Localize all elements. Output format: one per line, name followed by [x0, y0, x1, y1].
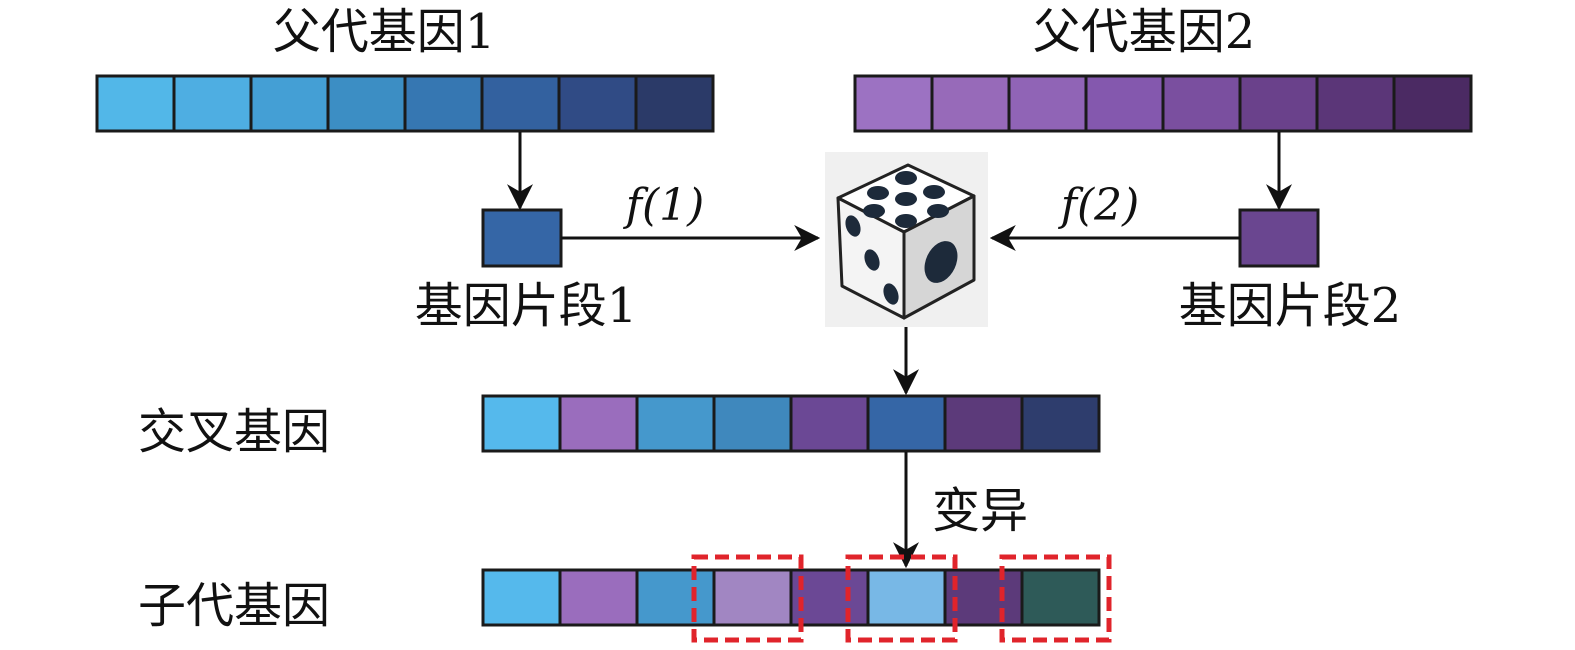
- parent2-cell-8: [1392, 74, 1473, 133]
- crossover-cell-6: [866, 394, 947, 453]
- segment1-label: 基因片段1: [415, 278, 638, 334]
- gene-segment-1: [481, 208, 563, 268]
- mutation-highlight-boxes: [691, 554, 1112, 643]
- offspring-cell-7: [943, 568, 1024, 627]
- parent1-cell-2: [172, 74, 253, 133]
- parent2-cell-4: [1084, 74, 1165, 133]
- mutation-box-3: [999, 554, 1112, 643]
- parent1-cell-7: [557, 74, 638, 133]
- offspring-gene-strip: [481, 568, 1101, 627]
- crossover-cell-3: [635, 394, 716, 453]
- parent1-cell-4: [326, 74, 407, 133]
- parent2-cell-7: [1315, 74, 1396, 133]
- f2-label: f(2): [1058, 180, 1140, 231]
- segment2-label: 基因片段2: [1179, 278, 1402, 334]
- parent2-cell-6: [1238, 74, 1319, 133]
- crossover-cell-7: [943, 394, 1024, 453]
- offspring-cell-5: [789, 568, 870, 627]
- parent1-cell-8: [634, 74, 715, 133]
- gene-segment-2: [1238, 208, 1320, 268]
- crossover-cell-2: [558, 394, 639, 453]
- offspring-cell-6: [866, 568, 947, 627]
- parent2-cell-1: [853, 74, 934, 133]
- parent2-cell-2: [930, 74, 1011, 133]
- dice-icon: [825, 152, 988, 327]
- offspring-label: 子代基因: [138, 578, 330, 634]
- offspring-cell-4: [712, 568, 793, 627]
- parent2-label: 父代基因2: [1033, 4, 1256, 60]
- crossover-cell-4: [712, 394, 793, 453]
- offspring-cell-2: [558, 568, 639, 627]
- offspring-cell-3: [635, 568, 716, 627]
- parent1-cell-3: [249, 74, 330, 133]
- parent1-gene-strip: [95, 74, 715, 133]
- crossover-cell-5: [789, 394, 870, 453]
- crossover-label: 交叉基因: [138, 404, 330, 460]
- crossover-gene-strip: [481, 394, 1101, 453]
- mutation-box-2: [845, 554, 958, 643]
- f1-label: f(1): [623, 180, 705, 231]
- parent1-cell-1: [95, 74, 176, 133]
- crossover-cell-8: [1020, 394, 1101, 453]
- mutation-label: 变异: [932, 483, 1028, 539]
- parent2-cell-3: [1007, 74, 1088, 133]
- offspring-cell-8: [1020, 568, 1101, 627]
- parent2-cell-5: [1161, 74, 1242, 133]
- offspring-cell-1: [481, 568, 562, 627]
- parent1-cell-5: [403, 74, 484, 133]
- parent1-cell-6: [480, 74, 561, 133]
- parent2-gene-strip: [853, 74, 1473, 133]
- mutation-box-1: [691, 554, 804, 643]
- crossover-cell-1: [481, 394, 562, 453]
- parent1-label: 父代基因1: [273, 4, 496, 60]
